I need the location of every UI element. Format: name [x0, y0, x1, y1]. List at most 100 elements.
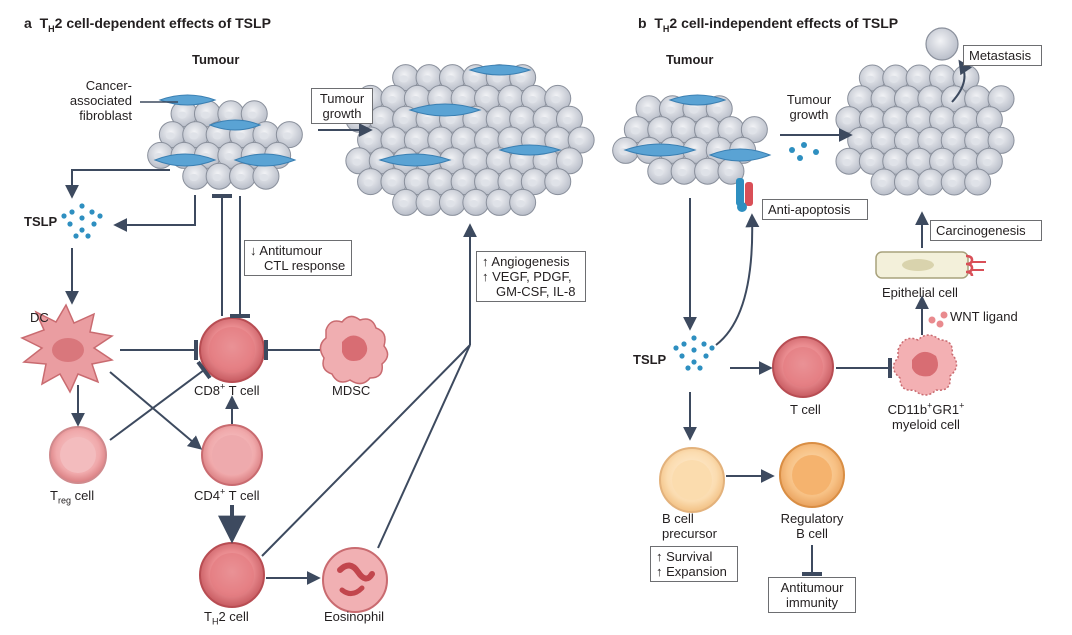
tumour-nucleus — [375, 116, 385, 125]
tumour-nucleus — [900, 138, 911, 146]
tumour-nucleus — [924, 138, 934, 146]
tumour-nucleus — [469, 158, 479, 166]
tslp-dot — [691, 359, 697, 365]
tumour-nucleus — [492, 200, 502, 208]
antitumour-ctl-box: ↓ Antitumour CTL response — [244, 240, 352, 276]
metastasis-box: Metastasis — [963, 45, 1042, 66]
tumour-growth-a-line-1: Tumour — [319, 91, 365, 106]
tumour-label-b: Tumour — [666, 52, 714, 67]
tumour-small-b — [612, 94, 772, 185]
tumour-nucleus — [387, 96, 397, 104]
tumour-nucleus — [936, 158, 946, 167]
tumour-nucleus — [654, 127, 664, 135]
tumour-nucleus — [410, 179, 420, 187]
tumour-nucleus — [492, 158, 502, 166]
fibroblast — [153, 153, 217, 167]
antitumour-immunity-box: Antitumour immunity — [768, 577, 856, 613]
tumour-nucleus — [387, 137, 397, 145]
tumour-nucleus — [889, 117, 899, 125]
tumour-nucleus — [994, 138, 1004, 146]
tslp-dot — [79, 203, 85, 209]
myeloid-gr1: GR1 — [932, 402, 960, 417]
tumour-nucleus — [516, 200, 526, 208]
wnt-label: WNT ligand — [950, 309, 1018, 324]
panel-b-title-sub: H — [662, 23, 670, 34]
treg-label-post: cell — [70, 488, 95, 503]
tumour-nucleus — [677, 168, 687, 177]
tumour-nucleus — [445, 200, 456, 208]
tumour-nucleus — [842, 158, 852, 167]
antitumour-immunity-line-1: Antitumour — [780, 580, 844, 595]
tslp-receptor — [736, 178, 753, 212]
eosinophil-label: Eosinophil — [324, 609, 384, 624]
tumour-nucleus — [445, 116, 456, 125]
tumour-nucleus — [527, 96, 537, 104]
antitumour-immunity-line-2: immunity — [785, 595, 838, 610]
caf-line-2: associated — [69, 93, 132, 108]
tslp-dot — [89, 209, 95, 215]
angiogenesis-line-3: GM-CSF, IL-8 — [496, 284, 576, 299]
anti-apoptosis-box: Anti-apoptosis — [762, 199, 868, 220]
tslp-dot — [79, 227, 85, 233]
cd8-label-pre: CD8 — [194, 383, 221, 398]
cd4-label-pre: CD4 — [194, 488, 221, 503]
regulatory-b-cell — [779, 442, 845, 508]
tumour-nucleus — [924, 179, 934, 187]
tumour-nucleus — [677, 127, 687, 135]
tumour-nucleus — [877, 138, 887, 146]
tumour-nucleus — [854, 96, 864, 104]
tslp-dot — [85, 233, 91, 239]
regulatory-b-line-1: Regulatory — [780, 511, 844, 526]
tumour-nucleus — [457, 96, 467, 104]
tslp-dot — [97, 213, 103, 219]
arrows-panel-a — [65, 101, 477, 585]
tumour-nucleus — [701, 127, 711, 135]
tumour-nucleus — [504, 137, 514, 145]
tslp-dot — [69, 209, 75, 215]
tumour-nucleus — [900, 96, 911, 104]
tumour-nucleus — [936, 117, 946, 125]
tumour-nucleus — [469, 116, 479, 125]
tumour-nucleus — [900, 179, 911, 187]
tumour-nucleus — [877, 179, 887, 187]
dendritic-cell — [20, 303, 114, 394]
tumour-nucleus — [877, 96, 887, 104]
tumour-nucleus — [200, 111, 211, 119]
tslp-label-a: TSLP — [24, 214, 58, 229]
tumour-nucleus — [434, 96, 444, 104]
fibroblast — [233, 153, 297, 167]
tslp-dot — [709, 345, 715, 351]
tumour-nucleus — [189, 132, 199, 140]
fibroblast — [468, 64, 532, 76]
tslp-dot — [67, 221, 73, 227]
growth-dot — [801, 142, 807, 148]
myeloid-cell — [892, 334, 958, 396]
tumour-nucleus — [364, 137, 374, 145]
tumour-nucleus — [912, 117, 922, 125]
tumour-nucleus — [481, 137, 491, 145]
fibroblast — [208, 119, 262, 131]
panel-a-title-t: T — [39, 15, 49, 31]
mdsc-cell — [319, 315, 389, 385]
tslp-dot — [691, 347, 697, 353]
t-cell-label-b: T cell — [790, 402, 821, 417]
tslp-dot — [673, 345, 679, 351]
fibroblast — [668, 94, 727, 106]
tslp-molecules-b — [673, 335, 715, 371]
tumour-nucleus — [654, 168, 664, 177]
tumour-nucleus — [177, 111, 187, 119]
tumour-growth-b-line-2: growth — [789, 107, 829, 122]
tumour-nucleus — [959, 117, 969, 125]
th2-label: TH2 cell — [204, 609, 249, 626]
panel-a-title-sub: H — [48, 23, 55, 34]
tumour-large-a — [345, 64, 595, 216]
tslp-molecules-a — [61, 203, 103, 239]
tslp-dot — [691, 335, 697, 341]
tslp-dot — [681, 341, 687, 347]
fibroblast — [623, 143, 697, 157]
tumour-nucleus — [236, 173, 246, 182]
b-precursor-line-2: precursor — [662, 526, 717, 541]
tumour-nucleus — [247, 111, 257, 119]
tumour-nucleus — [410, 96, 420, 104]
tumour-growth-box-a: Tumour growth — [311, 88, 373, 124]
